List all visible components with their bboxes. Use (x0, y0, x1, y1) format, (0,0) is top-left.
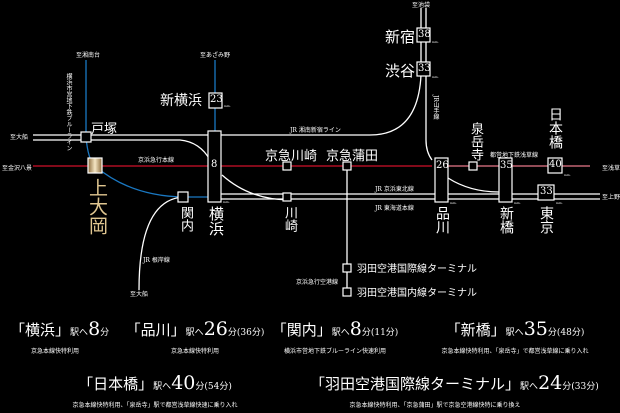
jr-west-line-2 (33, 139, 211, 161)
shinagawa-shimbashi-curve (447, 177, 500, 193)
summary-shinagawa: 「品川」駅へ26分(36分) 京急本線快特利用 (125, 318, 265, 355)
station-totsuka-marker (80, 131, 92, 143)
jr-negishi-line (138, 196, 184, 291)
dir-ikebukuro: 至池袋 (412, 2, 431, 9)
min-yokohama: 8 (211, 159, 218, 170)
label-yamanote-line: JR山手線 (432, 95, 439, 120)
station-kamiooka-marker (87, 157, 103, 174)
station-haneda-intl: 羽田空港国際線ターミナル (357, 264, 477, 275)
dir-kanazawa: 至金沢八景 (2, 165, 33, 172)
label-negishi-line: JR 根岸線 (143, 257, 170, 264)
station-sengakuji: 泉岳寺 (468, 122, 483, 161)
min-shinjuku: 38 (418, 29, 431, 40)
station-kannai-marker (177, 191, 189, 203)
label-asakusa-line: 都営地下鉄浅草線 (490, 152, 539, 159)
summary-kannai: 「関内」駅へ8分(11分) 横浜市営地下鉄ブルーライン快速利用 (271, 318, 399, 355)
min-shinagawa: 26 (436, 160, 449, 171)
min-unit: min. (564, 173, 571, 177)
station-nihonbashi: 日本橋 (547, 107, 563, 149)
station-kamiooka: 上大岡 (86, 178, 108, 235)
station-keikyukawasaki: 京急川崎 (265, 149, 318, 164)
label-tokaido-line: JR 東海道本線 (375, 205, 414, 212)
station-kawasaki-marker (282, 192, 292, 202)
station-haneda-dom-marker (342, 287, 352, 297)
label-blue-line: 横浜市営地下鉄ブルーライン (65, 73, 72, 151)
dir-azamino: 至あざみ野 (200, 52, 231, 59)
yokohama-kawasaki-curve (221, 174, 291, 201)
summary-haneda: 「羽田空港国際線ターミナル」駅へ24分(33分) 京急本線快特利用、「京急蒲田」… (310, 372, 599, 409)
label-keikyu-line: 京浜急行本線 (138, 157, 175, 164)
dir-shonandai: 至湘南台 (76, 52, 101, 59)
shonan-shinjuku-line (221, 74, 422, 136)
min-shimbashi: 35 (500, 160, 513, 171)
station-nihonbashi-box (547, 157, 563, 174)
label-keihin-line: JR 京浜東北線 (375, 186, 414, 193)
dir-ofuna-west: 至大船 (10, 134, 29, 141)
station-tokyo-box (537, 184, 555, 201)
station-shibuya-box (416, 61, 431, 77)
min-nihonbashi: 40 (549, 159, 562, 170)
min-shinyokohama: 23 (210, 94, 223, 105)
label-airport-line: 京浜急行空港線 (296, 279, 339, 286)
station-haneda-intl-marker (342, 263, 352, 273)
summary-shimbashi: 「新橋」駅へ35分(48分) 京急本線快特利用、「泉岳寺」で都営浅草線に乗り入れ (441, 318, 589, 355)
min-unit: min. (514, 201, 521, 205)
station-shimbashi: 新橋 (498, 206, 514, 234)
min-unit: min. (450, 201, 457, 205)
station-haneda-dom: 羽田空港国内線ターミナル (357, 288, 477, 299)
station-shinagawa: 品川 (434, 206, 450, 234)
min-tokyo: 33 (540, 186, 553, 197)
station-yokohama: 横浜 (207, 206, 225, 236)
station-yokohama-box (207, 130, 222, 203)
station-sengakuji-marker (468, 161, 478, 171)
station-shinyokohama: 新横浜 (160, 93, 202, 109)
min-unit: min. (223, 200, 230, 204)
station-shinjuku: 新宿 (385, 28, 416, 46)
dir-asakusa: 至浅草 (602, 165, 620, 172)
summary-yokohama: 「横浜」駅へ8分 京急本線快特利用 (10, 318, 110, 355)
station-totsuka: 戸塚 (91, 122, 118, 137)
station-shimbashi-box (498, 157, 513, 203)
min-shibuya: 33 (418, 63, 431, 74)
station-tokyo: 東京 (538, 206, 554, 234)
station-kannai: 関内 (178, 206, 193, 232)
station-kawasaki: 川崎 (282, 206, 297, 232)
station-keikyukamata-marker (342, 161, 352, 171)
station-shinjuku-box (416, 27, 431, 43)
station-shibuya: 渋谷 (385, 62, 416, 80)
dir-ofuna-south: 至大船 (130, 291, 149, 298)
min-unit: min. (224, 104, 231, 108)
summary-nihonbashi: 「日本橋」駅へ40分(54分) 京急本線快特利用、「泉岳寺」駅で都営浅草線快速に… (72, 372, 238, 409)
min-unit: min. (556, 201, 563, 205)
min-unit: min. (432, 75, 439, 79)
station-shinagawa-box (434, 157, 449, 203)
dir-ueno: 至上野 (602, 194, 620, 201)
ikebukuro-line-2 (425, 8, 433, 161)
label-shonan-line: JR 湘南新宿ライン (290, 127, 341, 134)
min-unit: min. (432, 40, 439, 44)
station-shinyokohama-box (208, 92, 223, 109)
station-keikyukamata: 京急蒲田 (326, 149, 379, 164)
station-keikyukawasaki-marker (282, 161, 292, 171)
